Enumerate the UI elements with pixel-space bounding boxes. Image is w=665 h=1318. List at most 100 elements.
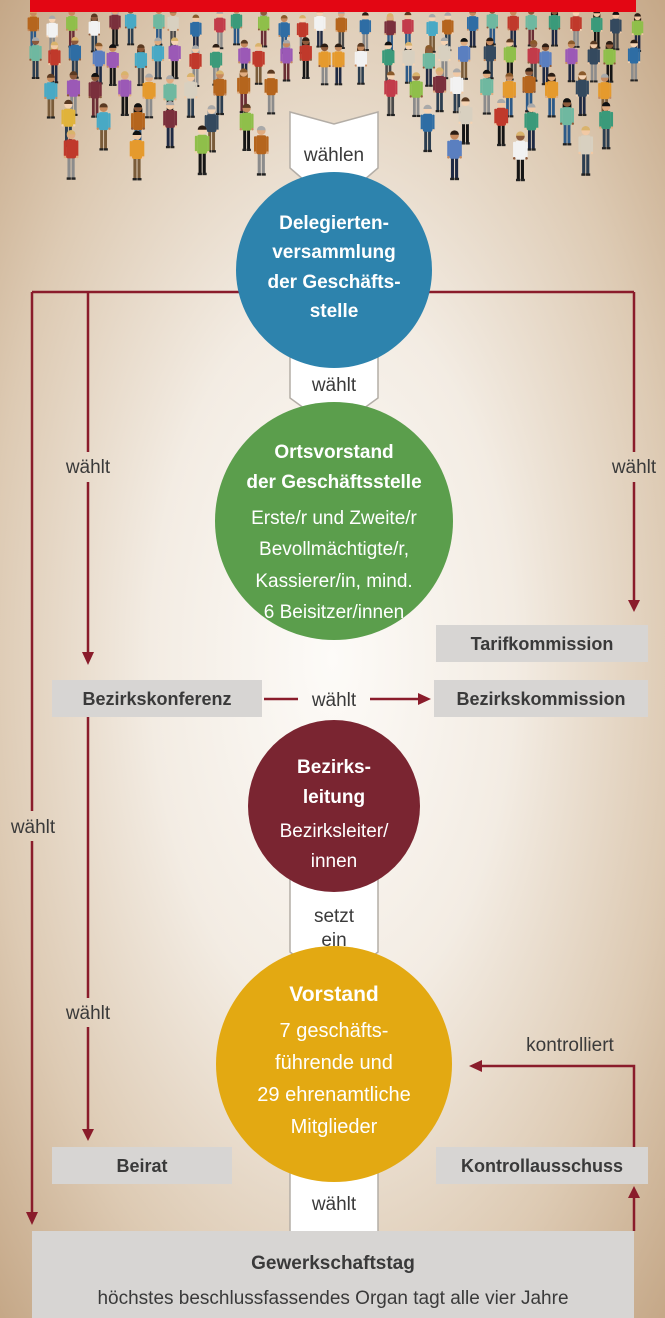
- connector-label: wählt: [311, 375, 357, 396]
- person-figure: [502, 72, 517, 118]
- person-figure: [299, 37, 313, 79]
- arrowhead: [469, 1060, 482, 1072]
- person-figure: [63, 129, 79, 180]
- node-body-line: Erste/r und Zweite/r: [251, 508, 417, 529]
- person-figure: [409, 72, 423, 118]
- node-body-line: Bezirksleiter/: [280, 821, 389, 842]
- person-figure: [384, 71, 398, 117]
- local-board-node: Ortsvorstand der Geschäftsstelle Erste/r…: [215, 402, 453, 640]
- person-figure: [134, 44, 148, 87]
- person-figure: [68, 36, 82, 79]
- connector-label: wählt: [311, 1194, 357, 1215]
- control-committee-box: Kontrollausschuss: [436, 1147, 648, 1184]
- person-figure: [483, 37, 497, 80]
- person-figure: [432, 67, 447, 113]
- person-figure: [48, 41, 61, 84]
- person-figure: [332, 43, 345, 86]
- person-figure: [280, 39, 293, 82]
- edge-label-control: kontrolliert: [526, 1035, 614, 1056]
- box-background: [52, 680, 262, 717]
- person-figure: [384, 13, 396, 52]
- person-figure: [603, 40, 616, 83]
- box-background: [436, 1147, 648, 1184]
- person-figure: [264, 69, 278, 115]
- box-label: Beirat: [116, 1156, 167, 1176]
- person-figure: [599, 102, 614, 150]
- congress-title: Gewerkschaftstag: [251, 1253, 415, 1274]
- advisory-council-box: Beirat: [52, 1147, 232, 1184]
- person-figure: [420, 104, 435, 153]
- crowd-illustration: [27, 6, 644, 182]
- arrowhead: [628, 1186, 640, 1198]
- person-figure: [522, 67, 536, 113]
- box-label: Bezirkskonferenz: [82, 689, 231, 709]
- connector-label: wählen: [303, 145, 364, 166]
- edge-label-left-inner-upper: wählt: [65, 457, 111, 478]
- person-figure: [163, 75, 177, 120]
- person-figure: [29, 37, 42, 80]
- person-figure: [524, 103, 539, 151]
- person-figure: [190, 14, 202, 54]
- box-background: [32, 1231, 634, 1318]
- connector-label-line-1: setzt: [314, 906, 355, 927]
- person-figure: [402, 41, 415, 84]
- person-figure: [402, 11, 414, 51]
- person-figure: [189, 45, 202, 87]
- district-commission-box: Bezirkskommission: [434, 680, 648, 717]
- node-title-line: Delegierten-: [279, 213, 389, 234]
- person-figure: [257, 8, 270, 48]
- arrowhead: [628, 600, 640, 612]
- person-figure: [447, 130, 462, 181]
- person-figure: [565, 40, 578, 83]
- person-figure: [438, 37, 451, 80]
- arrowhead: [418, 693, 431, 705]
- local-board-circle: [215, 402, 453, 640]
- person-figure: [575, 71, 590, 117]
- arrowhead: [26, 1212, 38, 1225]
- person-figure: [450, 68, 464, 114]
- edge-label-left-outer: wählt: [10, 817, 56, 838]
- box-background: [52, 1147, 232, 1184]
- person-figure: [318, 43, 331, 86]
- person-figure: [213, 70, 227, 116]
- node-title-line: Bezirks-: [297, 757, 371, 778]
- person-figure: [194, 125, 210, 176]
- congress-subtitle: höchstes beschlussfassendes Organ tagt a…: [97, 1288, 568, 1309]
- person-figure: [163, 100, 178, 149]
- person-figure: [214, 10, 226, 50]
- box-label: Tarifkommission: [471, 634, 614, 654]
- node-title-line: Ortsvorstand: [274, 442, 393, 463]
- node-title-line: versammlung: [272, 242, 396, 263]
- person-figure: [168, 37, 181, 80]
- person-figure: [142, 73, 156, 119]
- person-figure: [422, 44, 436, 87]
- person-figure: [335, 10, 348, 49]
- person-figure: [118, 71, 132, 117]
- election-lines: [26, 290, 640, 1231]
- person-figure: [252, 42, 265, 85]
- executive-board-node: Vorstand 7 geschäfts- führende und 29 eh…: [216, 946, 452, 1182]
- node-title: Vorstand: [289, 983, 378, 1006]
- person-figure: [559, 98, 575, 146]
- node-body-line: Mitglieder: [291, 1116, 378, 1138]
- person-figure: [237, 68, 251, 114]
- connector-label-line-2: ein: [321, 930, 346, 951]
- person-figure: [354, 42, 368, 85]
- node-title-line: der Geschäftsstelle: [246, 472, 421, 493]
- person-figure: [44, 73, 58, 119]
- edge-label-right: wählt: [611, 457, 657, 478]
- node-body-line: 7 geschäfts-: [280, 1020, 389, 1042]
- edge-label-left-inner-lower: wählt: [65, 1003, 111, 1024]
- person-figure: [106, 44, 119, 86]
- person-figure: [253, 125, 269, 176]
- district-leadership-circle: [248, 720, 420, 892]
- box-label: Kontrollausschuss: [461, 1156, 623, 1176]
- person-figure: [503, 38, 517, 81]
- person-figure: [544, 72, 559, 118]
- person-figure: [239, 103, 254, 152]
- person-figure: [314, 8, 326, 48]
- node-body-line: 29 ehrenamtliche: [257, 1084, 410, 1106]
- box-label: Bezirkskommission: [456, 689, 625, 709]
- node-title-line: leitung: [303, 787, 365, 808]
- arrowhead: [82, 652, 94, 665]
